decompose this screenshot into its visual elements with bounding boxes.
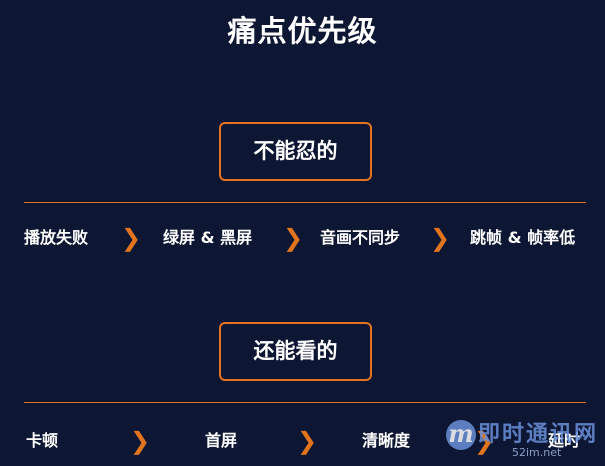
pain-point-item: 跳帧 & 帧率低 — [470, 228, 576, 247]
chevron-right-icon: ❯ — [130, 427, 151, 455]
page-title: 痛点优先级 — [227, 14, 378, 48]
section-divider — [24, 202, 586, 203]
priority-row-unbearable: 播放失败 ❯ 绿屏 & 黑屏 ❯ 音画不同步 ❯ 跳帧 & 帧率低 — [0, 223, 605, 253]
watermark-site-name: 即时通讯网 — [478, 422, 599, 447]
pain-point-item: 清晰度 — [362, 431, 411, 450]
pain-point-item: 卡顿 — [26, 431, 59, 450]
pain-point-item: 首屏 — [205, 431, 238, 450]
priority-row-tolerable: 卡顿 ❯ 首屏 ❯ 清晰度 ❯ 延时 — [0, 426, 605, 456]
site-logo-icon: m — [446, 420, 476, 450]
chevron-right-icon: ❯ — [121, 224, 142, 252]
section-heading-unbearable: 不能忍的 — [219, 122, 372, 181]
pain-point-item: 音画不同步 — [320, 228, 401, 247]
section-heading-tolerable: 还能看的 — [219, 322, 372, 381]
section-divider — [24, 402, 586, 403]
pain-point-item: 绿屏 & 黑屏 — [163, 228, 253, 247]
chevron-right-icon: ❯ — [430, 224, 451, 252]
pain-point-item: 延时 — [548, 431, 581, 450]
chevron-right-icon: ❯ — [474, 427, 495, 455]
chevron-right-icon: ❯ — [297, 427, 318, 455]
chevron-right-icon: ❯ — [283, 224, 304, 252]
site-watermark: m 即时通讯网 52im.net — [444, 412, 605, 466]
pain-point-item: 播放失败 — [24, 228, 89, 247]
watermark-url: 52im.net — [512, 446, 562, 459]
